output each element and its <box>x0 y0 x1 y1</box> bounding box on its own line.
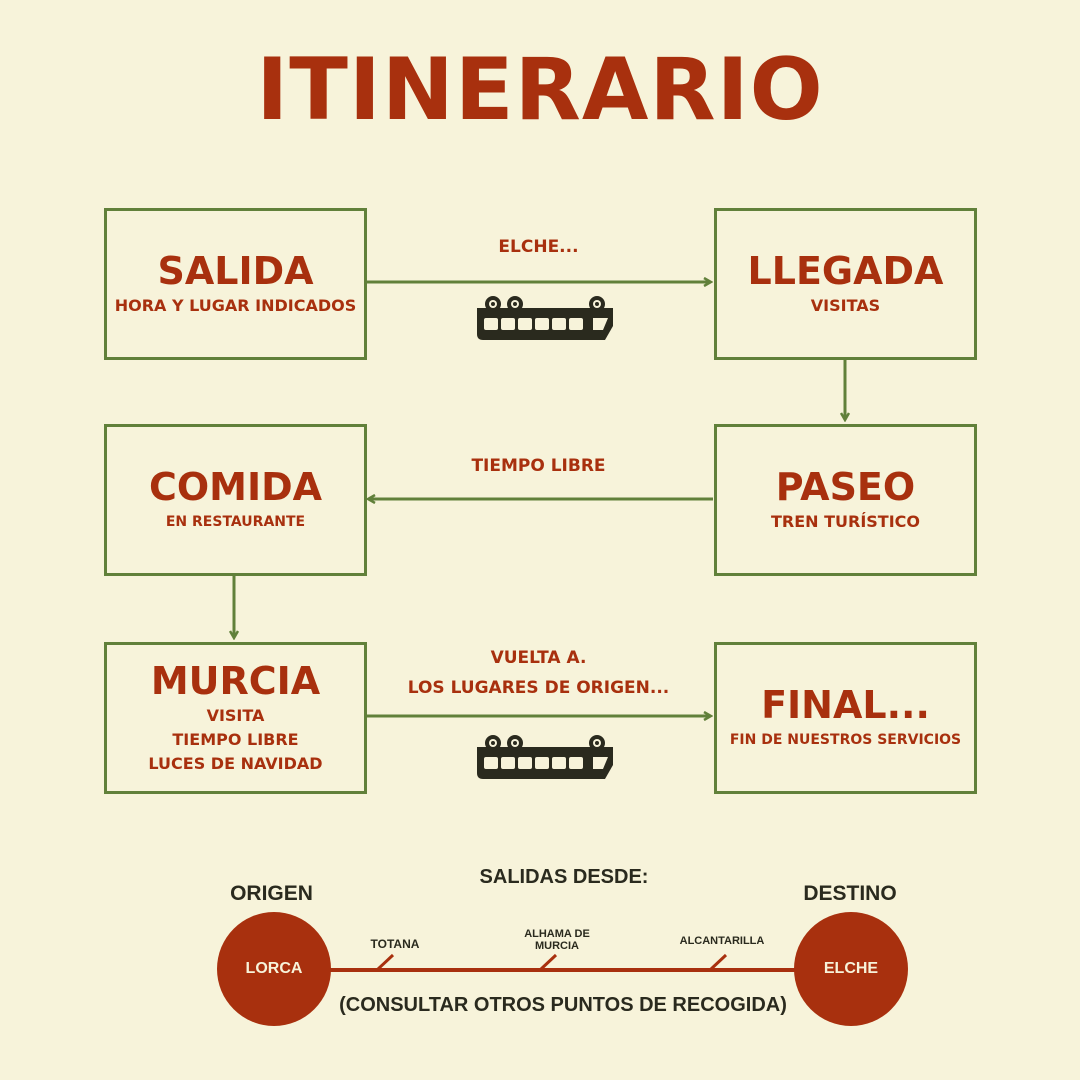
step-title: COMIDA <box>148 465 323 510</box>
route-note: (CONSULTAR OTROS PUNTOS DE RECOGIDA) <box>339 994 787 1016</box>
step-detail: VISITAS <box>810 295 881 315</box>
bus-icon <box>477 296 613 340</box>
page-title: ITINERARIO <box>256 40 824 140</box>
step-title: MURCIA <box>150 659 321 704</box>
connector-label: VUELTA A. <box>490 648 587 668</box>
step-paseo: PASEO TREN TURÍSTICO <box>714 424 977 576</box>
step-title: FINAL... <box>761 683 930 728</box>
step-murcia: MURCIA VISITA TIEMPO LIBRE LUCES DE NAVI… <box>104 642 367 794</box>
step-title: LLEGADA <box>747 249 944 294</box>
step-detail: FIN DE NUESTROS SERVICIOS <box>729 731 962 748</box>
origin-circle: LORCA <box>217 912 331 1026</box>
stop-label-line: ALHAMA DE <box>524 928 590 940</box>
step-llegada: LLEGADA VISITAS <box>714 208 977 360</box>
step-comida: COMIDA EN RESTAURANTE <box>104 424 367 576</box>
step-salida: SALIDA HORA Y LUGAR INDICADOS <box>104 208 367 360</box>
bus-icon <box>477 735 613 779</box>
step-detail: VISITA <box>206 705 265 725</box>
stop-label: TOTANA <box>370 937 420 951</box>
connector-label: LOS LUGARES DE ORIGEN... <box>407 678 670 698</box>
destination-label: DESTINO <box>803 882 897 905</box>
step-title: PASEO <box>775 465 916 510</box>
step-detail: HORA Y LUGAR INDICADOS <box>114 295 357 315</box>
stop-label-line: MURCIA <box>535 940 579 952</box>
step-detail: EN RESTAURANTE <box>165 513 306 530</box>
route-heading: SALIDAS DESDE: <box>479 866 649 888</box>
step-title: SALIDA <box>157 249 314 294</box>
connector-label: TIEMPO LIBRE <box>471 456 606 476</box>
step-detail: TREN TURÍSTICO <box>770 511 921 531</box>
origin-label: ORIGEN <box>230 882 313 905</box>
connector-label: ELCHE... <box>498 237 579 257</box>
stop-label: ALCANTARILLA <box>679 935 765 947</box>
step-detail: LUCES DE NAVIDAD <box>148 753 323 773</box>
step-final: FINAL... FIN DE NUESTROS SERVICIOS <box>714 642 977 794</box>
destination-circle: ELCHE <box>794 912 908 1026</box>
step-detail: TIEMPO LIBRE <box>172 729 299 749</box>
